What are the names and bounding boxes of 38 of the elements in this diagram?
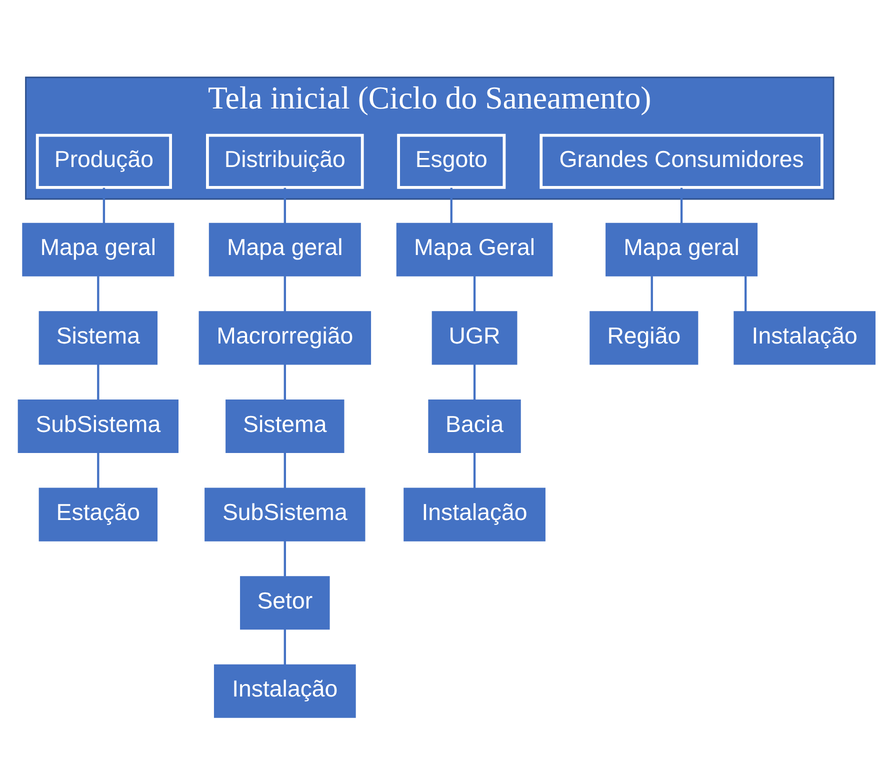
node-box: Esgoto: [397, 134, 506, 189]
node-box: Região: [590, 311, 698, 365]
node-box: Sistema: [38, 311, 158, 365]
node-box: Instalação: [404, 488, 546, 542]
node-box: Mapa Geral: [396, 222, 553, 276]
node-box: Produção: [36, 134, 172, 189]
connector: [284, 629, 286, 665]
node-box: Mapa geral: [208, 222, 361, 276]
node-box: Estação: [38, 488, 158, 542]
node-box: Bacia: [428, 399, 521, 454]
node-box: SubSistema: [204, 488, 366, 542]
connector: [97, 452, 100, 488]
connector: [650, 276, 653, 312]
node-box: SubSistema: [18, 399, 178, 454]
node-box: Mapa geral: [606, 222, 758, 276]
node-box: Instalação: [734, 311, 876, 365]
node-box: Sistema: [226, 399, 344, 454]
connector: [97, 276, 100, 312]
node-box: Mapa geral: [22, 222, 174, 276]
connector: [473, 452, 476, 488]
connector: [284, 364, 286, 400]
node-box: UGR: [432, 311, 518, 365]
node-box: Macrorregião: [198, 311, 372, 365]
connector: [284, 276, 286, 312]
connector: [102, 188, 106, 224]
connector: [450, 188, 452, 224]
connector: [744, 276, 747, 312]
connector: [284, 452, 286, 488]
connector: [680, 188, 683, 224]
connector: [97, 364, 100, 400]
connector: [284, 188, 286, 224]
node-box: Grandes Consumidores: [540, 134, 824, 189]
connector: [284, 541, 286, 576]
connector: [473, 364, 476, 400]
node-box: Instalação: [214, 664, 356, 718]
node-box: Setor: [240, 576, 330, 630]
node-box: Distribuição: [206, 134, 364, 189]
connector: [473, 276, 476, 312]
